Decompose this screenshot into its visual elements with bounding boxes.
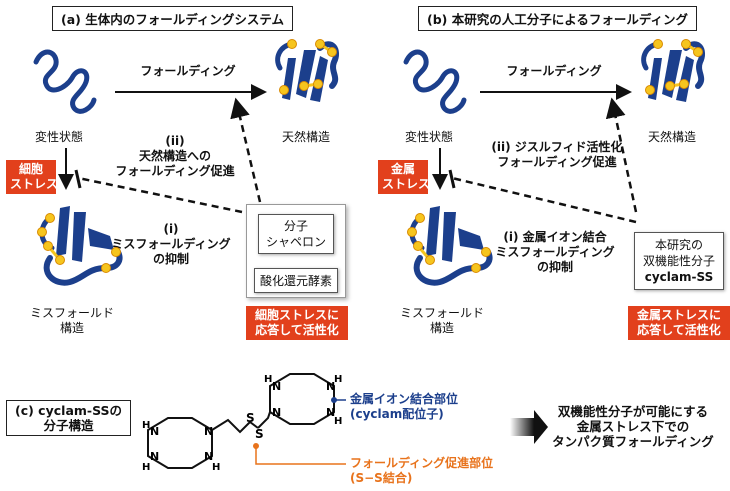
atom-n: N <box>326 380 335 393</box>
enzyme-box: 酸化還元酵素 <box>254 268 338 293</box>
inhibit-line-b <box>448 169 637 224</box>
folding-arrow-b <box>480 84 632 100</box>
denatured-protein-b <box>403 49 467 114</box>
stress-box-a: 細胞 ストレス <box>6 160 58 194</box>
promote-arrow-a <box>230 97 262 203</box>
native-label-a: 天然構造 <box>281 130 330 144</box>
atom-n: N <box>204 425 213 438</box>
path-ii-label-b: (ii) ジスルフィド活性化 フォールディング促進 <box>491 140 623 169</box>
misfold-label-a: ミスフォールド 構造 <box>29 306 114 335</box>
atom-h: H <box>334 416 342 427</box>
panel-b-title: (b) 本研究の人工分子によるフォールディング <box>418 6 697 31</box>
atom-s: S <box>255 427 264 441</box>
misfolded-protein-a <box>37 206 123 286</box>
atom-n: N <box>150 450 159 463</box>
atom-h: H <box>212 462 220 473</box>
atom-h: H <box>142 462 150 473</box>
misfold-arrow-b <box>432 148 448 190</box>
path-ii-label-a: (ii) 天然構造への フォールディング促進 <box>115 134 235 178</box>
stress-box-b: 金属 ストレス <box>378 160 430 194</box>
cyclam-ss-structure: N H N N H N H N H N H N H N S S <box>142 373 346 473</box>
activation-box-b: 金属ストレスに 応答して活性化 <box>628 306 730 340</box>
atom-h: H <box>264 374 272 385</box>
chaperone-box: 分子 シャペロン <box>258 214 334 254</box>
folding-site-label: フォールディング促進部位 (S−S結合) <box>350 456 494 485</box>
molecule-line-2: 双機能性分子 <box>642 254 715 268</box>
denatured-label-b: 変性状態 <box>404 130 453 144</box>
atom-h: H <box>142 420 150 431</box>
misfolded-protein-b <box>407 206 493 286</box>
atom-s: S <box>246 411 255 425</box>
native-protein-a <box>275 39 340 102</box>
atom-n: N <box>272 406 281 419</box>
metal-site-label: 金属イオン結合部位 (cyclam配位子) <box>350 392 459 421</box>
panel-a-title: (a) 生体内のフォールディングシステム <box>52 6 293 31</box>
atom-h: H <box>334 374 342 385</box>
atom-n: N <box>150 425 159 438</box>
inhibit-line-a <box>74 169 243 214</box>
atom-n: N <box>326 406 335 419</box>
activation-box-a: 細胞ストレスに 応答して活性化 <box>246 306 348 340</box>
denatured-label-a: 変性状態 <box>34 130 83 144</box>
misfold-arrow-a <box>58 148 74 190</box>
folding-label-b: フォールディング <box>506 64 602 78</box>
molecule-line-1: 本研究の <box>654 238 703 252</box>
path-i-label-a: (i) ミスフォールディング の抑制 <box>111 222 231 266</box>
atom-n: N <box>272 380 281 393</box>
denatured-protein-a <box>33 49 97 114</box>
folding-label-a: フォールディング <box>140 64 236 78</box>
atom-n: N <box>204 450 213 463</box>
misfold-label-b: ミスフォールド 構造 <box>399 306 484 335</box>
molecule-box: 本研究の 双機能性分子 cyclam-SS <box>634 232 724 290</box>
molecule-line-3: cyclam-SS <box>644 270 714 284</box>
conclusion-text: 双機能性分子が可能にする 金属ストレス下での タンパク質フォールディング <box>552 404 714 449</box>
native-protein-b <box>641 39 706 102</box>
path-i-label-b: (i) 金属イオン結合 ミスフォールディング の抑制 <box>495 230 615 274</box>
folding-arrow-a <box>115 84 267 100</box>
panel-c-title: (c) cyclam-SSの 分子構造 <box>6 400 132 436</box>
conclusion-arrow <box>510 410 548 444</box>
native-label-b: 天然構造 <box>647 130 696 144</box>
